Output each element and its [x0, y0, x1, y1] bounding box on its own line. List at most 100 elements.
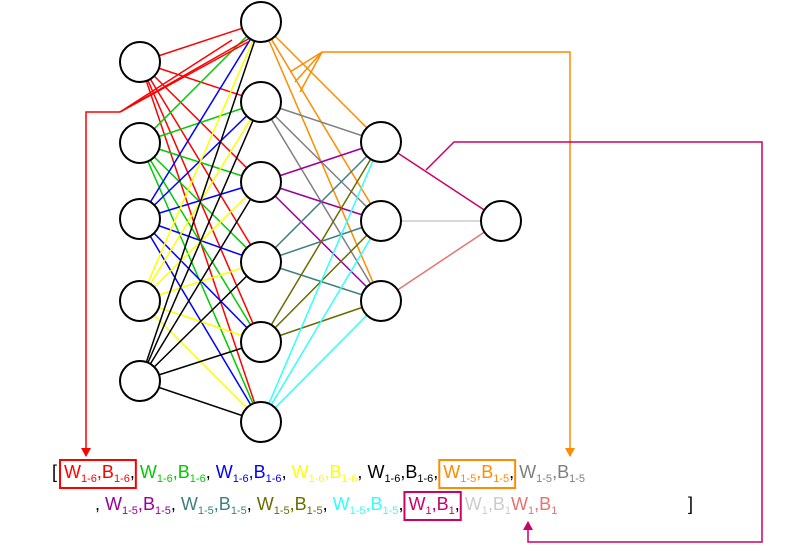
orange-collector-3 [299, 51, 323, 93]
line1-term-1-b: B [102, 462, 114, 482]
term-comma: , [432, 494, 437, 514]
term-separator: , [282, 462, 292, 482]
line1-term-5-b: B [405, 462, 417, 482]
term-separator: , [171, 494, 181, 514]
line2-term-7-b-sub: 1 [551, 505, 557, 517]
line2-term-6-w: W [465, 494, 482, 514]
line2-term-4-w-sub: 1-5 [350, 505, 366, 517]
line2-term-1-w-sub: 1-5 [122, 505, 138, 517]
line1-term-6-b: B [481, 462, 493, 482]
line2-term-7-w-sub: 1 [528, 505, 534, 517]
line2-term-6-b-sub: 1 [505, 505, 511, 517]
edge-l1-5-l2-3 [139, 181, 262, 382]
line1-term-2-w: W [140, 462, 157, 482]
line2-term-2-w-sub: 1-5 [198, 505, 214, 517]
red-route-arrow [81, 111, 120, 457]
line1-term-6-b-sub: 1-5 [493, 473, 509, 485]
edge-l1-5-l2-5 [139, 341, 262, 382]
neuron-layer2-2 [240, 81, 282, 123]
red-highlight-box [59, 459, 137, 489]
term-separator: , [247, 494, 257, 514]
line1-term-7-b-sub: 1-5 [569, 473, 585, 485]
edge-l2-1-l3-1 [260, 21, 382, 143]
term-separator: , [95, 494, 105, 514]
edge-l1-4-l2-1 [139, 21, 262, 302]
line1-term-2-w-sub: 1-6 [157, 473, 173, 485]
edge-l3-3-out [380, 220, 502, 302]
line1-term-1-w: W [64, 462, 81, 482]
line2-term-3-w: W [257, 494, 274, 514]
term-comma: , [552, 462, 557, 482]
close-bracket: ] [688, 494, 693, 514]
neuron-layer1-3 [119, 198, 161, 240]
term-separator: , [357, 462, 367, 482]
line2-term-1-b: B [143, 494, 155, 514]
edge-l2-5-l3-1 [260, 141, 382, 343]
line2-term-2-w: W [181, 494, 198, 514]
term-separator: , [433, 462, 443, 482]
line2-term-4-b-sub: 1-5 [383, 505, 399, 517]
line2-term-4-w: W [333, 494, 350, 514]
term-comma: , [249, 462, 254, 482]
term-comma: , [534, 494, 539, 514]
edge-l2-4-l3-1 [260, 141, 382, 263]
orange-highlight-box [438, 459, 517, 489]
line1-term-4-w-sub: 1-6 [309, 473, 325, 485]
edge-l3-1-out [380, 141, 502, 222]
red-collector-3 [119, 39, 233, 113]
line1-term-2-b-sub: 1-6 [190, 473, 206, 485]
orange-collector-2 [294, 51, 323, 83]
line2-term-7-w: W [511, 494, 528, 514]
magenta-route-arrow [425, 141, 763, 543]
line2-term-2-b-sub: 1-5 [231, 505, 247, 517]
edge-l1-1-l2-1 [139, 21, 262, 63]
line1-term-5-w-sub: 1-6 [384, 473, 400, 485]
line2-term-4-b: B [371, 494, 383, 514]
orange-route-arrow [322, 51, 575, 457]
network-edges [139, 21, 502, 423]
line2-term-6-w-sub: 1 [482, 505, 488, 517]
term-comma: , [138, 494, 143, 514]
edge-l1-5-l2-4 [139, 261, 262, 382]
parameter-vector: [ ] W1-6,B1-6​, W1-6,B1-6​, W1-6,B1-6​, … [52, 459, 693, 521]
line2-term-3-b-sub: 1-5 [307, 505, 323, 517]
neuron-layer1-4 [119, 280, 161, 322]
line2-term-1-w: W [105, 494, 122, 514]
magenta-highlight-box [403, 491, 462, 521]
neuron-layer2-6 [240, 401, 282, 443]
term-separator: , [323, 494, 333, 514]
line2-term-5-b: B [437, 494, 449, 514]
line1-term-7-w-sub: 1-5 [536, 473, 552, 485]
edge-l2-6-l3-2 [260, 220, 382, 423]
line1-term-5-b-sub: 1-6 [417, 473, 433, 485]
line2-term-5-w: W [408, 494, 425, 514]
edge-l2-6-l3-3 [260, 300, 382, 423]
term-comma: , [366, 494, 371, 514]
line2-term-6-b: B [493, 494, 505, 514]
neuron-layer2-3 [240, 161, 282, 203]
edge-l2-6-l3-1 [260, 141, 382, 423]
red-collector-2 [119, 41, 249, 113]
term-comma: , [488, 494, 493, 514]
line1-term-7-b: B [557, 462, 569, 482]
line1-term-1-b-sub: 1-6 [114, 473, 130, 485]
term-separator: , [398, 494, 408, 514]
orange-collector-1 [289, 51, 323, 73]
vector-line-1: W1-6,B1-6​, W1-6,B1-6​, W1-6,B1-6​, W1-6… [64, 462, 585, 485]
line2-term-2-b: B [219, 494, 231, 514]
line1-term-3-b-sub: 1-6 [266, 473, 282, 485]
neuron-layer3-2 [360, 200, 402, 242]
term-comma: , [214, 494, 219, 514]
line1-term-4-w: W [292, 462, 309, 482]
line1-term-5-w: W [367, 462, 384, 482]
line2-term-5-w-sub: 1 [425, 505, 431, 517]
neuron-layer2-5 [240, 321, 282, 363]
open-bracket: [ [52, 462, 57, 482]
network-nodes [119, 1, 522, 443]
line2-term-7-b: B [539, 494, 551, 514]
edge-l1-3-l2-1 [139, 21, 262, 220]
line2-term-5-b-sub: 1 [449, 505, 455, 517]
line1-term-6-w-sub: 1-5 [460, 473, 476, 485]
edge-l1-2-l2-2 [139, 101, 262, 144]
